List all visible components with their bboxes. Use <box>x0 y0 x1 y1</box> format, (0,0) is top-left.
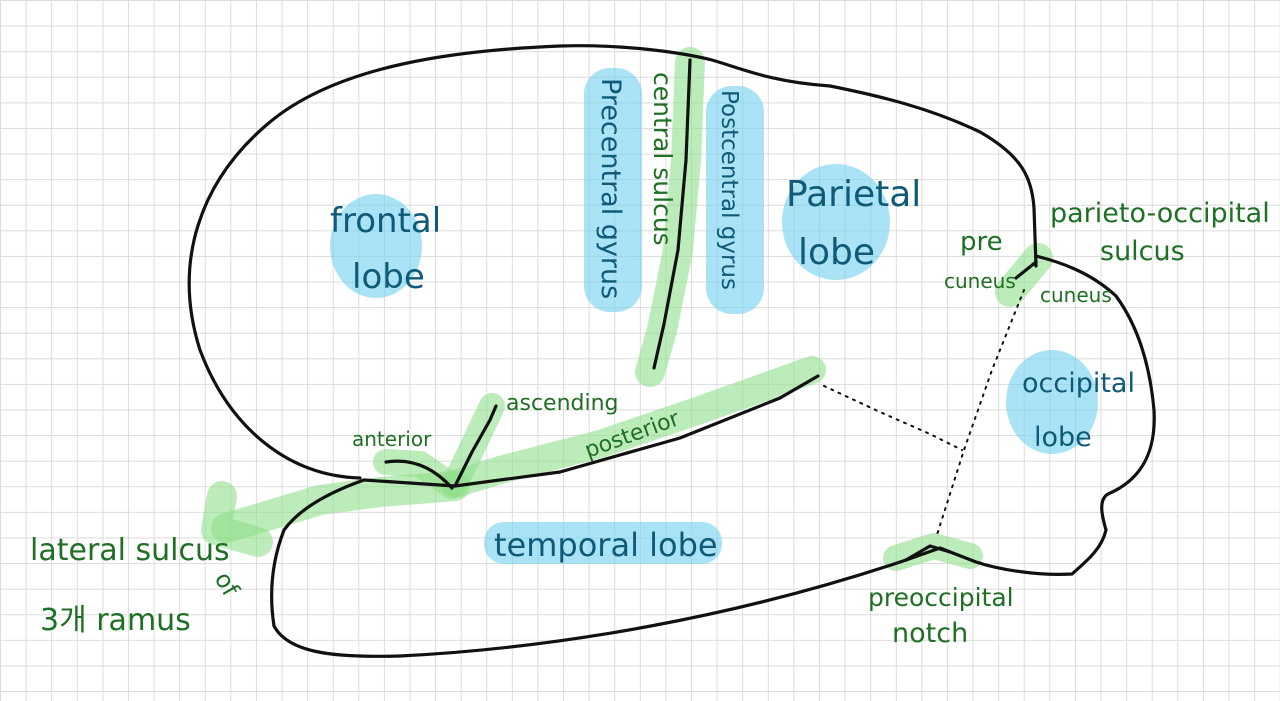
occipital-lobe-highlight <box>1006 350 1098 454</box>
temporo-occipital-dotted-line <box>823 385 963 451</box>
anterior-ramus-label: anterior <box>352 427 432 451</box>
lateral-sulcus-arrowhead-highlight <box>201 481 273 557</box>
brain-occipital-outline <box>904 254 1156 576</box>
ascending-ramus-label: ascending <box>506 391 619 416</box>
precuneus-label-2: cuneus <box>944 269 1016 293</box>
blue-highlights <box>330 68 1098 564</box>
postcentral-gyrus-label: Postcentral gyrus <box>716 90 742 290</box>
lateral-sulcus-arrow-highlight <box>211 471 470 543</box>
frontal-lobe-highlight <box>330 194 422 298</box>
lateral-sulcus-of-label: of <box>209 567 245 602</box>
parieto-occipital-label-2: sulcus <box>1100 236 1185 267</box>
frontal-lobe-label: frontal <box>330 201 441 241</box>
lateral-sulcus-label: lateral sulcus <box>30 533 230 568</box>
parieto-occipital-sulcus <box>1014 260 1038 280</box>
preoccipital-notch-outline <box>904 544 952 562</box>
temporal-lobe-highlight <box>484 522 722 564</box>
temporal-lobe-label: temporal lobe <box>494 526 718 564</box>
brain-upper-outline <box>187 44 1038 480</box>
ascending-ramus <box>453 404 498 488</box>
preoccipital-notch-label: preoccipital <box>868 583 1014 612</box>
parietal-lobe-label-2: lobe <box>798 232 875 273</box>
parieto-occipital-dotted-line <box>935 289 1025 539</box>
parietal-lobe-label: Parietal <box>786 174 921 215</box>
parieto-occipital-label: parieto-occipital <box>1050 198 1270 229</box>
central-sulcus-label: central sulcus <box>648 72 677 246</box>
cuneus-label: cuneus <box>1040 283 1112 307</box>
preoccipital-notch-label-2: notch <box>892 618 968 649</box>
parietal-lobe-highlight <box>782 164 890 280</box>
temporal-lobe-outline <box>270 478 908 658</box>
brain-outlines <box>187 44 1156 658</box>
anterior-ramus <box>384 459 454 490</box>
precentral-gyrus-label: Precentral gyrus <box>595 78 626 299</box>
posterior-ramus-highlight <box>441 356 826 498</box>
lateral-sulcus-ramus-label: 3개 ramus <box>40 603 191 638</box>
postcentral-gyrus-highlight <box>706 86 764 314</box>
labels: frontal lobe Precentral gyrus central su… <box>30 72 1270 649</box>
posterior-ramus <box>362 374 820 488</box>
frontal-lobe-label-2: lobe <box>352 257 425 297</box>
central-sulcus <box>652 58 692 370</box>
precentral-gyrus-highlight <box>584 68 642 312</box>
occipital-lobe-label: occipital <box>1022 368 1135 399</box>
precuneus-label: pre <box>960 227 1003 257</box>
occipital-lobe-label-2: lobe <box>1034 422 1092 453</box>
